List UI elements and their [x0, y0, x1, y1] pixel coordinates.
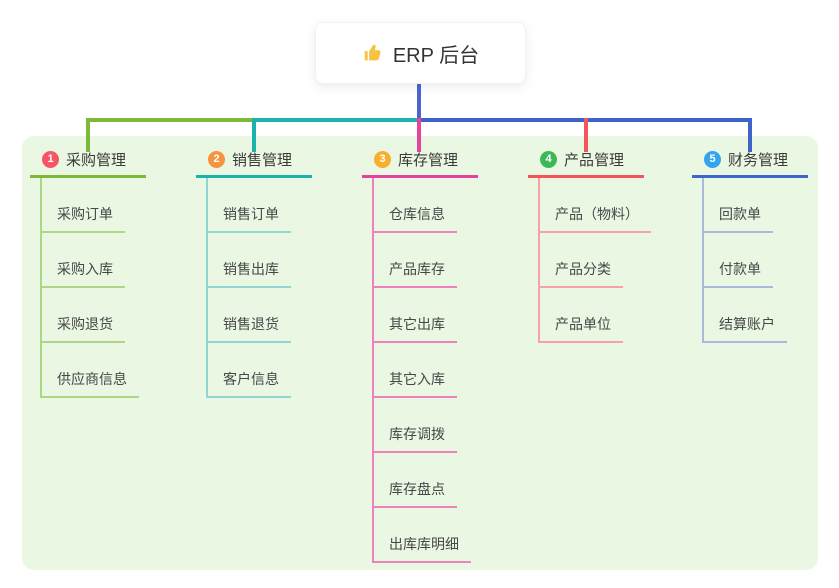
branch-drop-product	[584, 118, 588, 152]
root-stem-line	[417, 82, 421, 120]
node-purchase-return[interactable]: 采购退货	[40, 312, 125, 343]
node-sales-order[interactable]: 销售订单	[206, 202, 291, 233]
branch-badge-1: 1	[42, 151, 59, 168]
node-settlement-account[interactable]: 结算账户	[702, 312, 787, 343]
node-sales-outbound[interactable]: 销售出库	[206, 257, 291, 288]
branch-badge-3: 3	[374, 151, 391, 168]
branch-header-finance[interactable]: 5 财务管理	[692, 149, 808, 178]
branch-drop-inventory	[417, 118, 421, 152]
branch-drop-sales	[252, 118, 256, 152]
node-other-outbound[interactable]: 其它出库	[372, 312, 457, 343]
branch-badge-5: 5	[704, 151, 721, 168]
branch-label-finance: 财务管理	[728, 152, 789, 169]
children-line-purchase	[40, 178, 42, 398]
children-line-finance	[702, 178, 704, 343]
node-purchase-order[interactable]: 采购订单	[40, 202, 125, 233]
node-inout-detail[interactable]: 出库库明细	[372, 532, 471, 563]
node-sales-return[interactable]: 销售退货	[206, 312, 291, 343]
branch-label-inventory: 库存管理	[398, 152, 459, 169]
children-line-inventory	[372, 178, 374, 563]
branch-label-sales: 销售管理	[232, 152, 293, 169]
node-customer-info[interactable]: 客户信息	[206, 367, 291, 398]
branches-panel	[22, 136, 818, 570]
children-line-product	[538, 178, 540, 343]
node-warehouse-info[interactable]: 仓库信息	[372, 202, 457, 233]
branch-drop-purchase	[86, 118, 90, 152]
branch-label-purchase: 采购管理	[66, 152, 127, 169]
thumbs-up-icon	[362, 42, 384, 64]
node-product-category[interactable]: 产品分类	[538, 257, 623, 288]
node-product-material[interactable]: 产品（物料）	[538, 202, 651, 233]
branch-header-inventory[interactable]: 3 库存管理	[362, 149, 478, 178]
node-supplier-info[interactable]: 供应商信息	[40, 367, 139, 398]
node-other-inbound[interactable]: 其它入库	[372, 367, 457, 398]
root-node-label: ERP 后台	[392, 44, 480, 67]
branch-drop-finance	[748, 118, 752, 152]
node-payment-order[interactable]: 付款单	[702, 257, 773, 288]
node-receipt-order[interactable]: 回款单	[702, 202, 773, 233]
branch-label-product: 产品管理	[564, 152, 625, 169]
node-stock-transfer[interactable]: 库存调拨	[372, 422, 457, 453]
node-purchase-inbound[interactable]: 采购入库	[40, 257, 125, 288]
node-stock-count[interactable]: 库存盘点	[372, 477, 457, 508]
connector-segment-purchase	[86, 118, 254, 122]
branch-badge-2: 2	[208, 151, 225, 168]
branch-header-sales[interactable]: 2 销售管理	[196, 149, 312, 178]
node-product-unit[interactable]: 产品单位	[538, 312, 623, 343]
root-node[interactable]: ERP 后台	[315, 22, 526, 84]
thumbs-up-icon-path	[364, 44, 381, 61]
branch-header-product[interactable]: 4 产品管理	[528, 149, 644, 178]
branch-badge-4: 4	[540, 151, 557, 168]
children-line-sales	[206, 178, 208, 398]
node-product-stock[interactable]: 产品库存	[372, 257, 457, 288]
branch-header-purchase[interactable]: 1 采购管理	[30, 149, 146, 178]
connector-segment-sales	[254, 118, 419, 122]
